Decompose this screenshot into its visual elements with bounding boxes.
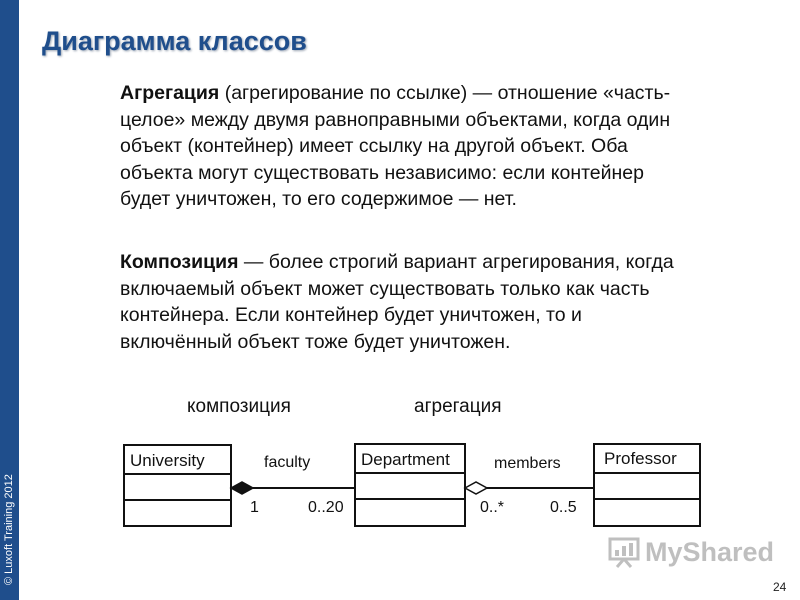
watermark: MyShared bbox=[607, 535, 774, 569]
watermark-text: MyShared bbox=[645, 536, 775, 567]
aggregation-multiplicity-whole: 0..* bbox=[480, 499, 504, 516]
copyright-text: © Luxoft Training 2012 bbox=[3, 474, 15, 585]
aggregation-term: Агрегация bbox=[120, 82, 220, 104]
composition-multiplicity-part: 0..20 bbox=[308, 499, 344, 516]
composition-term: Композиция bbox=[120, 251, 239, 273]
aggregation-label: агрегация bbox=[414, 396, 502, 417]
composition-label: композиция bbox=[187, 396, 291, 417]
aggregation-association: members 0..* 0..5 bbox=[463, 455, 594, 516]
class-department: Department bbox=[354, 443, 466, 527]
composition-definition: — более строгий вариант агрегирования, к… bbox=[120, 251, 674, 353]
aggregation-paragraph: Агрегация (агрегирование по ссылке) — от… bbox=[120, 80, 680, 213]
presentation-board-icon bbox=[608, 537, 640, 568]
class-professor: Professor bbox=[593, 443, 701, 527]
composition-association: faculty 1 0..20 bbox=[229, 454, 355, 516]
class-university: University bbox=[123, 444, 232, 527]
class-name-department: Department bbox=[361, 450, 450, 469]
composition-diamond-icon bbox=[229, 481, 255, 495]
composition-name: faculty bbox=[264, 454, 310, 471]
composition-paragraph: Композиция — более строгий вариант агрег… bbox=[120, 249, 680, 355]
aggregation-name: members bbox=[494, 455, 561, 472]
aggregation-diamond-icon bbox=[463, 481, 489, 495]
composition-multiplicity-whole: 1 bbox=[250, 499, 259, 516]
aggregation-multiplicity-part: 0..5 bbox=[550, 499, 577, 516]
uml-class-diagram: University Department Professor faculty … bbox=[123, 443, 701, 527]
class-name-university: University bbox=[130, 451, 205, 470]
sidebar-band: © Luxoft Training 2012 bbox=[0, 0, 19, 600]
aggregation-definition: (агрегирование по ссылке) — отношение «ч… bbox=[120, 82, 671, 210]
class-name-professor: Professor bbox=[604, 449, 677, 468]
slide-title: Диаграмма классов bbox=[42, 26, 307, 56]
page-number: 24 bbox=[773, 580, 787, 594]
